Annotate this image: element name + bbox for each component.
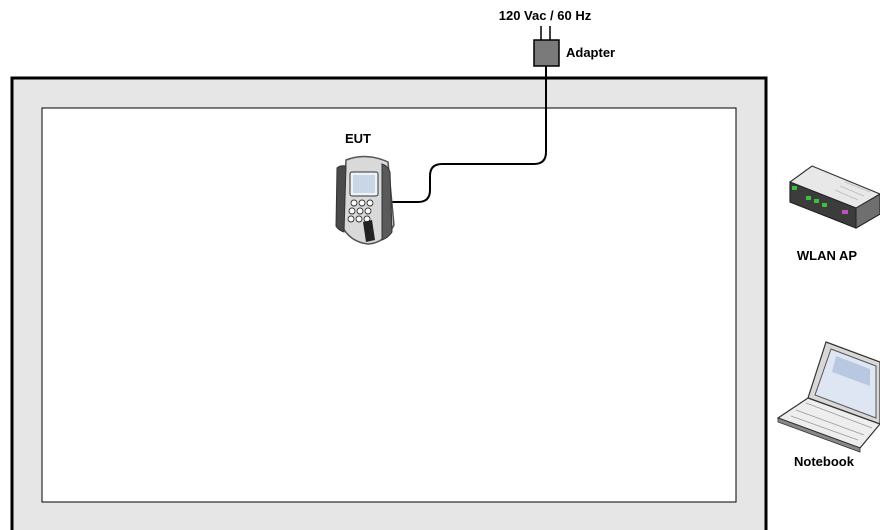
power-label: 120 Vac / 60 Hz xyxy=(499,8,592,23)
wlan-ap-label: WLAN AP xyxy=(797,248,858,263)
handheld-terminal-icon xyxy=(336,156,394,244)
laptop-icon xyxy=(778,342,880,452)
adapter-label: Adapter xyxy=(566,45,615,60)
router-icon xyxy=(790,166,880,228)
power-adapter-icon xyxy=(534,40,559,66)
notebook-label: Notebook xyxy=(794,454,855,469)
power-plug-prongs xyxy=(541,26,550,40)
eut-label: EUT xyxy=(345,131,371,146)
